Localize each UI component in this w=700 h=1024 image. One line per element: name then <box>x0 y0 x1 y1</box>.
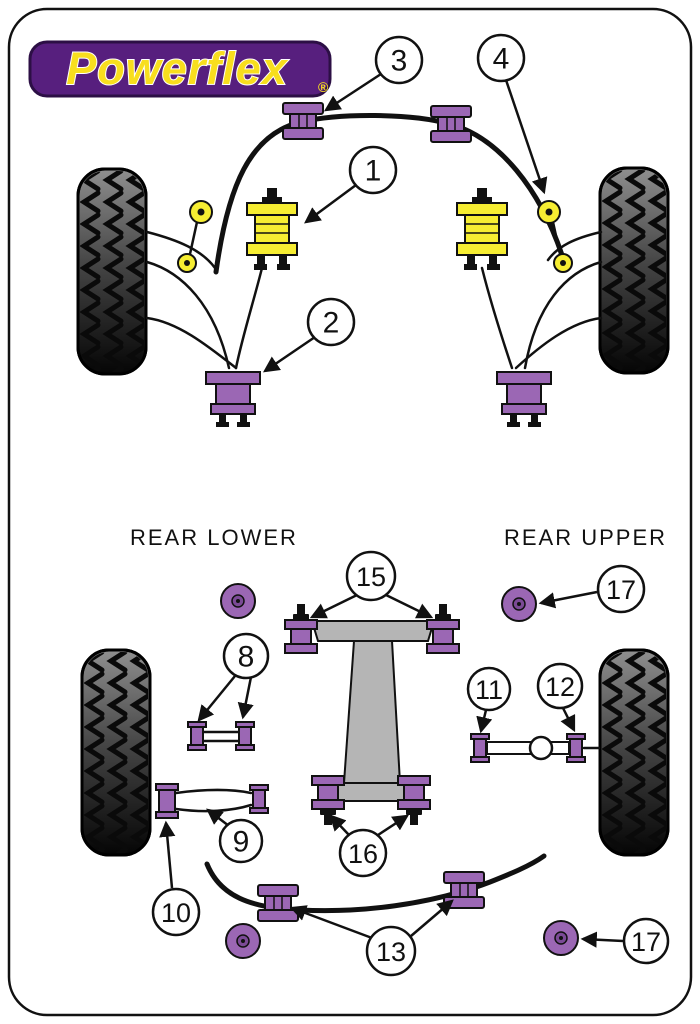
front-anti-roll-bar <box>213 112 565 275</box>
powerflex-logo: Powerflex ® <box>28 40 332 98</box>
callout-17-upper-number: 17 <box>606 575 636 605</box>
callout-3-number: 3 <box>391 45 408 78</box>
rear-lower-label: REAR LOWER <box>130 525 298 550</box>
front-suspension-section <box>76 102 670 428</box>
front-arb-bush-left <box>282 102 324 140</box>
logo-background <box>28 40 332 98</box>
callout-12-number: 12 <box>545 672 575 702</box>
callout-1: 1 <box>304 145 398 224</box>
rear-anti-roll-bar <box>204 853 547 914</box>
callout-13-number: 13 <box>376 937 406 967</box>
front-right-lower-arm <box>514 316 603 370</box>
callout-8: 8 <box>197 632 270 722</box>
rear-link-assembly <box>187 721 255 751</box>
rear-subframe <box>310 620 436 802</box>
callouts: 1 2 3 4 8 9 1 <box>151 33 670 977</box>
front-right-inner-arm <box>480 266 514 370</box>
callout-16-number: 16 <box>348 839 378 869</box>
callout-2-number: 2 <box>323 307 340 340</box>
rear-lower-round-bush-left <box>220 583 256 619</box>
front-right-tire <box>598 166 670 375</box>
callout-4: 4 <box>476 33 548 195</box>
callout-4-number: 4 <box>493 43 510 76</box>
logo-wordmark: Powerflex <box>66 43 289 94</box>
callout-17-lower: 17 <box>580 917 670 965</box>
rear-tie-rod-assembly <box>470 733 601 763</box>
callout-2: 2 <box>262 297 356 373</box>
callout-8-number: 8 <box>238 641 255 674</box>
callout-10: 10 <box>151 820 201 937</box>
front-right-arm-line <box>523 260 603 370</box>
rear-upper-round-bush-top <box>501 586 537 622</box>
rear-upper-label: REAR UPPER <box>504 525 667 550</box>
front-right-drop-link <box>537 200 573 273</box>
front-left-inner-arm <box>234 266 264 370</box>
callout-10-number: 10 <box>161 898 191 928</box>
rear-left-tire <box>80 648 152 857</box>
front-left-upper-arm <box>145 230 217 270</box>
callout-1-number: 1 <box>365 155 382 188</box>
rear-suspension-section: REAR LOWER REAR UPPER <box>80 525 670 959</box>
front-right-upper-arm <box>546 230 603 262</box>
front-left-drop-link <box>177 200 213 273</box>
callout-15: 15 <box>309 550 434 619</box>
callout-13: 13 <box>289 899 454 977</box>
front-left-tire <box>76 167 148 376</box>
rear-arb-bush-left <box>257 884 299 922</box>
callout-12: 12 <box>536 662 584 733</box>
rear-right-tire <box>598 648 670 857</box>
registered-trademark-icon: ® <box>318 79 329 95</box>
callout-15-number: 15 <box>356 562 386 592</box>
callout-9: 9 <box>206 808 264 864</box>
callout-16: 16 <box>329 814 410 878</box>
front-arb-bush-right <box>430 105 472 143</box>
callout-17-lower-number: 17 <box>631 927 661 957</box>
front-left-arm-line <box>145 260 231 370</box>
callout-11: 11 <box>466 666 512 734</box>
front-left-lower-arm <box>145 316 238 370</box>
callout-9-number: 9 <box>233 826 250 859</box>
callout-11-number: 11 <box>475 675 503 705</box>
callout-3: 3 <box>323 35 424 112</box>
rear-upper-round-bush-bottom <box>543 920 579 956</box>
callout-17-upper: 17 <box>538 564 646 614</box>
rear-lower-round-bush-bottom <box>225 923 261 959</box>
